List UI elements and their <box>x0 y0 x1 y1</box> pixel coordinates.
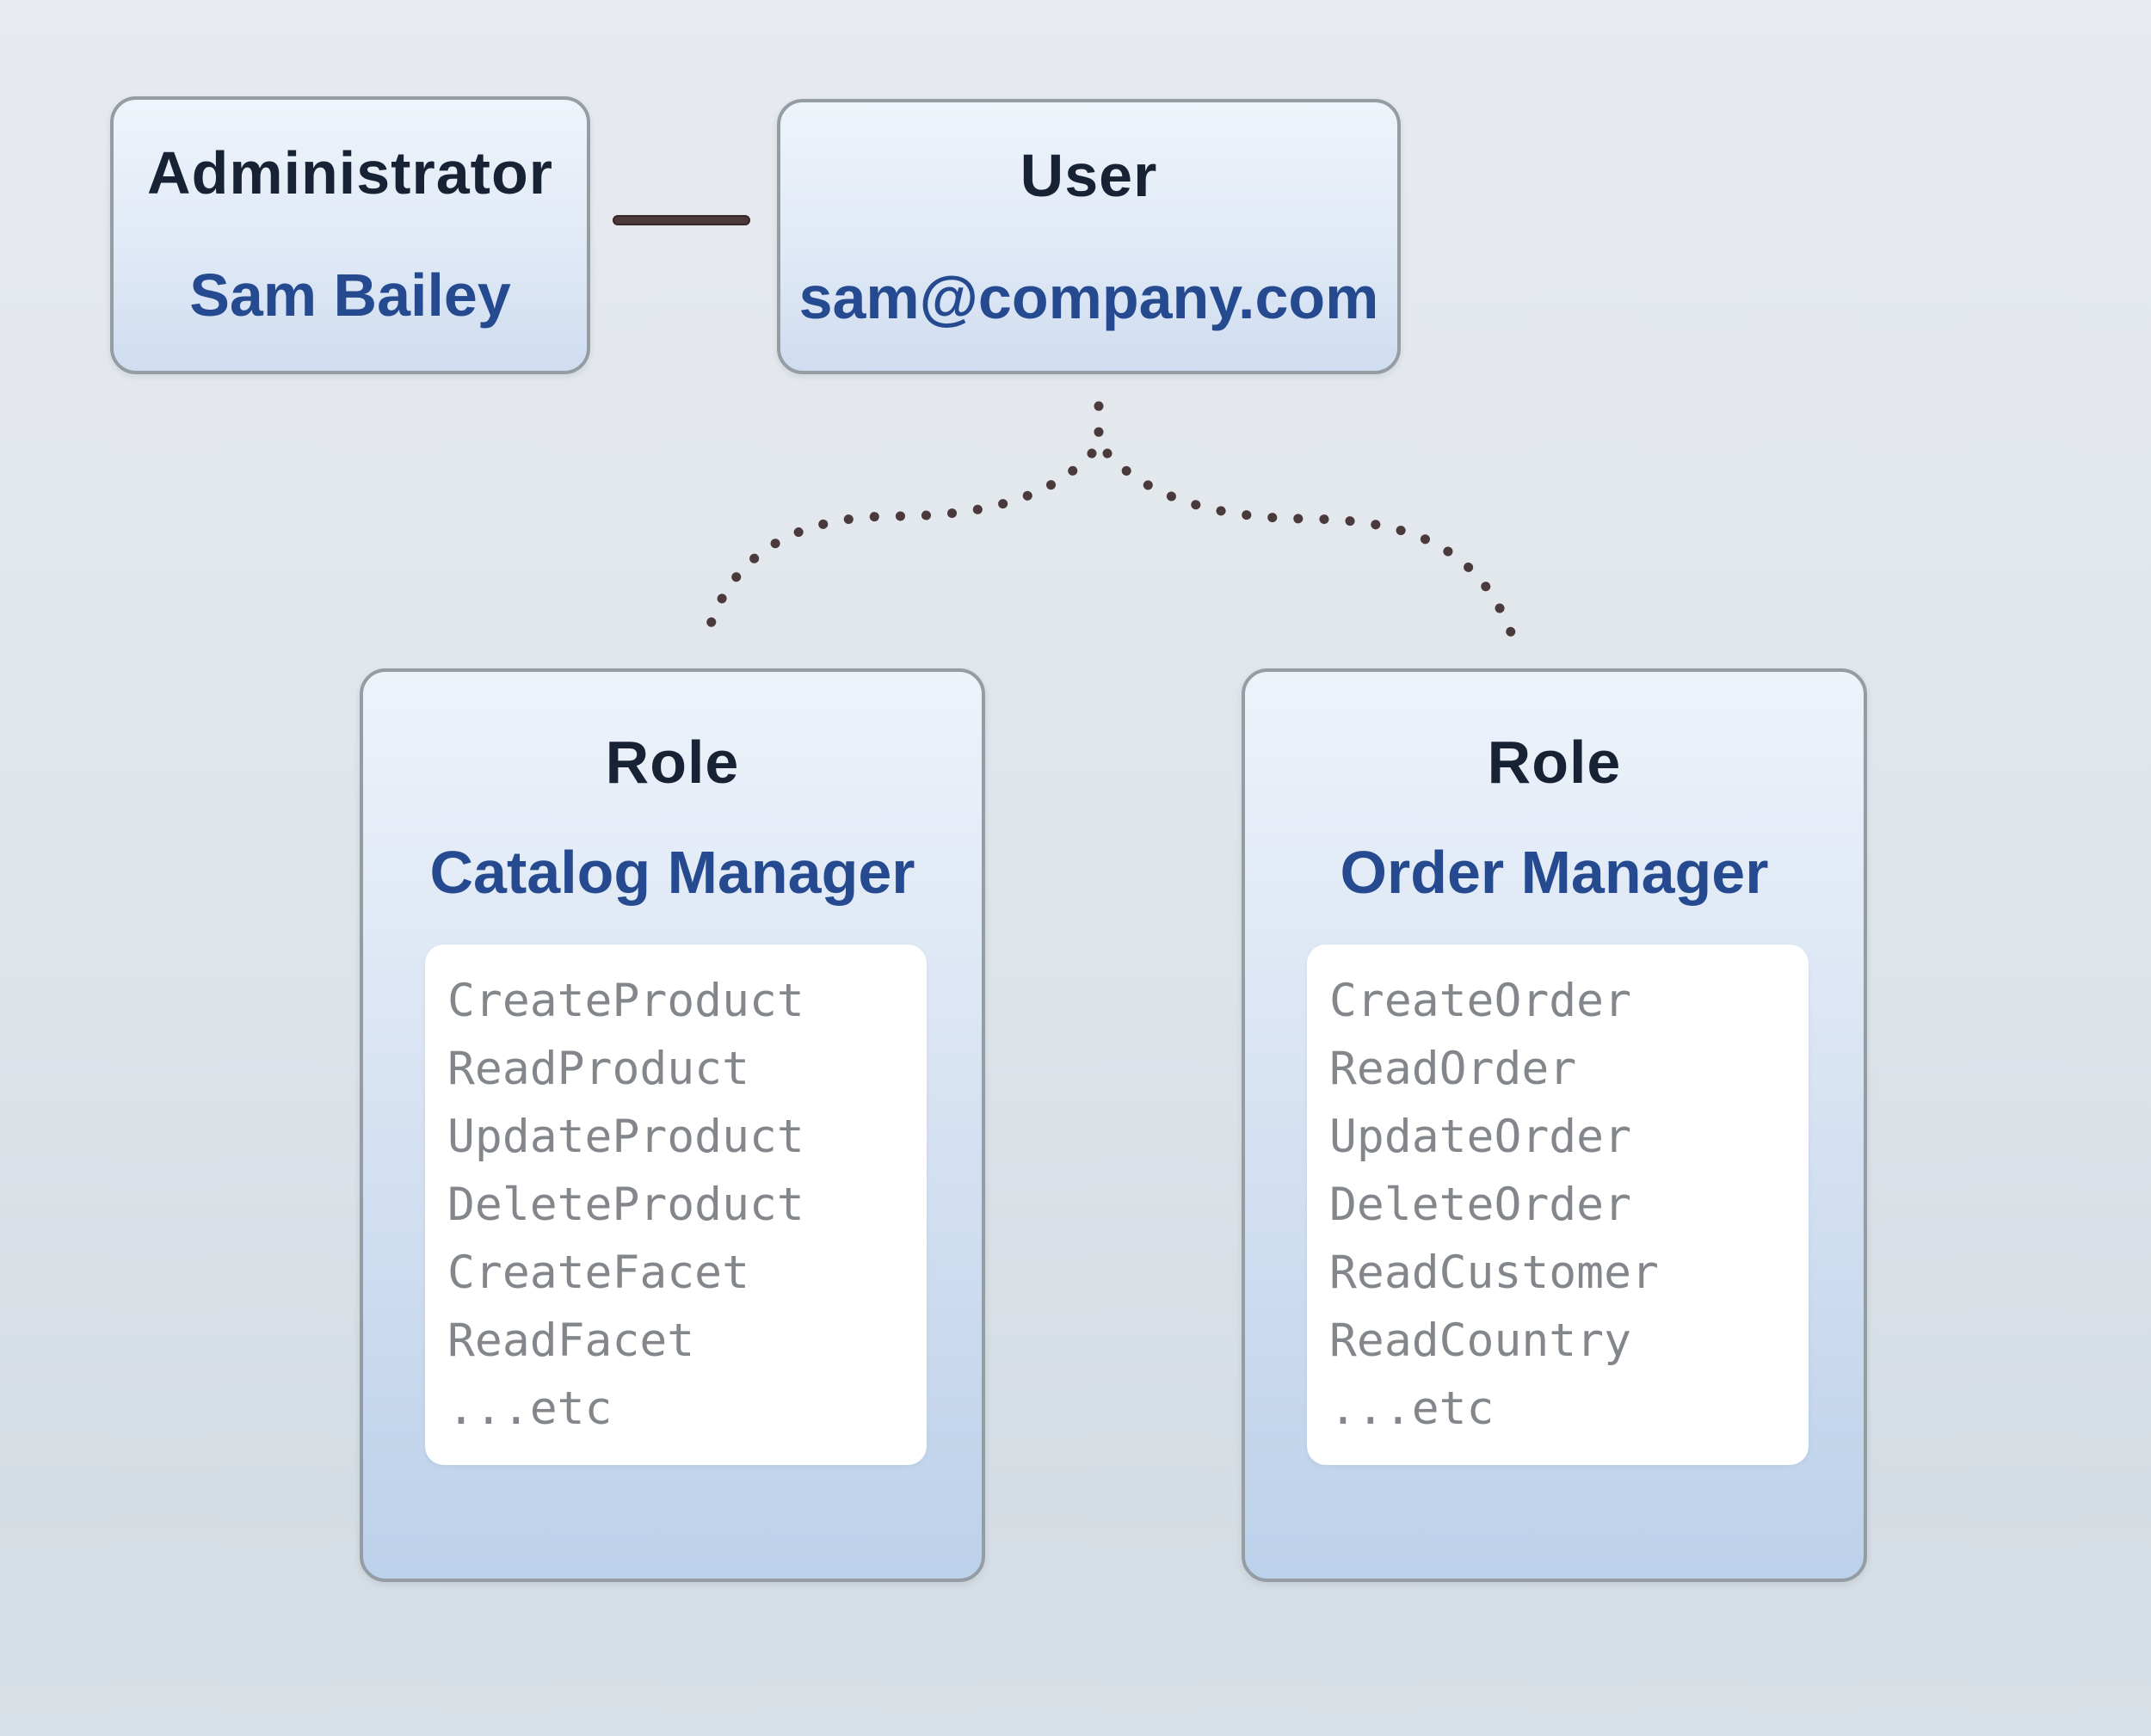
permission-item: ReadCustomer <box>1329 1247 1659 1299</box>
role-title: Role <box>605 729 740 796</box>
administrator-title: Administrator <box>147 139 553 206</box>
role-name-catalog-manager: Catalog Manager <box>429 839 915 906</box>
permission-item: DeleteOrder <box>1329 1179 1631 1231</box>
permission-item: ...etc <box>1329 1382 1495 1435</box>
permission-item: UpdateOrder <box>1329 1111 1631 1163</box>
permission-item: ReadFacet <box>447 1314 695 1367</box>
permission-item: ...etc <box>447 1382 613 1435</box>
permission-item: CreateOrder <box>1329 975 1631 1027</box>
administrator-name: Sam Bailey <box>189 262 511 329</box>
user-email: sam@company.com <box>798 264 1379 331</box>
permission-item: ReadCountry <box>1329 1314 1631 1367</box>
role-box-order-manager: Role Order Manager CreateOrder ReadOrder… <box>1242 668 1867 1582</box>
admin-user-connector-line <box>613 215 750 225</box>
administrator-box: Administrator Sam Bailey <box>110 96 590 374</box>
user-title: User <box>1020 142 1158 209</box>
user-box: User sam@company.com <box>777 99 1401 374</box>
permissions-card-catalog: CreateProduct ReadProduct UpdateProduct … <box>425 945 927 1465</box>
dotted-branch-right <box>1102 448 1516 637</box>
dotted-branch-left <box>702 448 1097 640</box>
permissions-card-order: CreateOrder ReadOrder UpdateOrder Delete… <box>1307 945 1809 1465</box>
permission-item: UpdateProduct <box>447 1111 804 1163</box>
permission-item: ReadProduct <box>447 1043 749 1095</box>
permission-item: ReadOrder <box>1329 1043 1577 1095</box>
permission-item: DeleteProduct <box>447 1179 804 1231</box>
role-title: Role <box>1487 729 1622 796</box>
role-name-order-manager: Order Manager <box>1340 839 1769 906</box>
permission-item: CreateFacet <box>447 1247 749 1299</box>
permission-item: CreateProduct <box>447 975 804 1027</box>
role-box-catalog-manager: Role Catalog Manager CreateProduct ReadP… <box>360 668 985 1582</box>
